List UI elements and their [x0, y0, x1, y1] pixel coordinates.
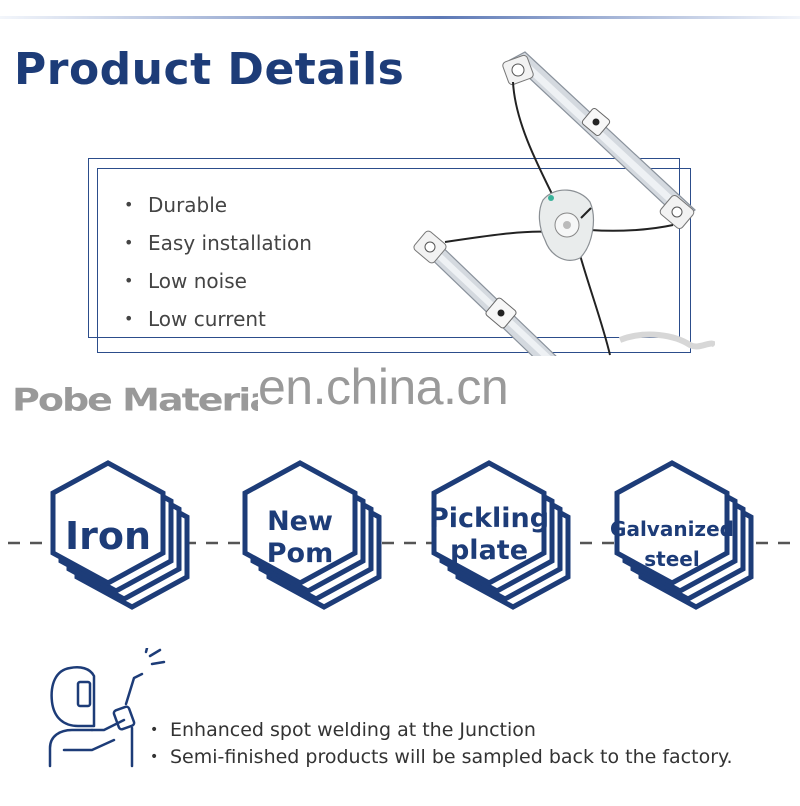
feature-label: Easy installation [148, 231, 312, 255]
material-label-line: Galvanized [610, 517, 734, 541]
bullet-dot-icon: • [150, 722, 159, 738]
bullet-dot-icon: • [150, 749, 159, 765]
note-text: Semi-finished products will be sampled b… [170, 746, 733, 768]
material-label-line: Iron [64, 514, 152, 558]
feature-label: Low noise [148, 269, 247, 293]
feature-label: Low current [148, 307, 266, 331]
feature-item: • Low current [124, 300, 312, 338]
watermark: en.china.cn [258, 356, 588, 422]
stacked-hexagon-icon [614, 460, 754, 610]
note-text: Enhanced spot welding at the Junction [170, 719, 536, 741]
feature-item: • Durable [124, 186, 312, 224]
motor-housing [538, 189, 594, 261]
bullet-dot-icon: • [124, 195, 134, 214]
note-item: • Semi-finished products will be sampled … [150, 744, 733, 771]
feature-label: Durable [148, 193, 228, 217]
material-label-new-pom: New Pom [245, 506, 355, 570]
top-divider [0, 16, 800, 19]
notes-list: • Enhanced spot welding at the Junction •… [150, 717, 733, 771]
materials-band [8, 460, 800, 610]
material-section-title: Pobe Material [12, 381, 286, 419]
page-title: Product Details [14, 44, 405, 95]
feature-list: • Durable • Easy installation • Low noise •… [124, 186, 312, 338]
right-rail [502, 51, 696, 230]
window-regulator-image [413, 51, 715, 370]
material-label-galvanized-steel: Galvanized steel [607, 514, 737, 574]
stacked-hexagon-icon [242, 460, 382, 610]
welder-icon [48, 648, 166, 768]
bullet-dot-icon: • [124, 309, 134, 328]
material-label-line: steel [644, 547, 700, 571]
note-item: • Enhanced spot welding at the Junction [150, 717, 733, 744]
material-label-pickling-plate: Pickling plate [426, 503, 552, 567]
material-label-line: Pom [266, 537, 334, 569]
feature-frame-front [97, 168, 691, 353]
bullet-dot-icon: • [124, 233, 134, 252]
stacked-hexagon-icon [50, 460, 190, 610]
material-label-iron: Iron [53, 514, 163, 559]
material-label-line: Pickling [428, 503, 550, 534]
bullet-dot-icon: • [124, 271, 134, 290]
material-label-line: plate [449, 534, 529, 566]
left-rail [413, 230, 561, 370]
material-label-line: New [267, 506, 333, 537]
feature-item: • Easy installation [124, 224, 312, 262]
feature-item: • Low noise [124, 262, 312, 300]
feature-frame-back [88, 158, 680, 338]
stacked-hexagon-icon [431, 460, 571, 610]
